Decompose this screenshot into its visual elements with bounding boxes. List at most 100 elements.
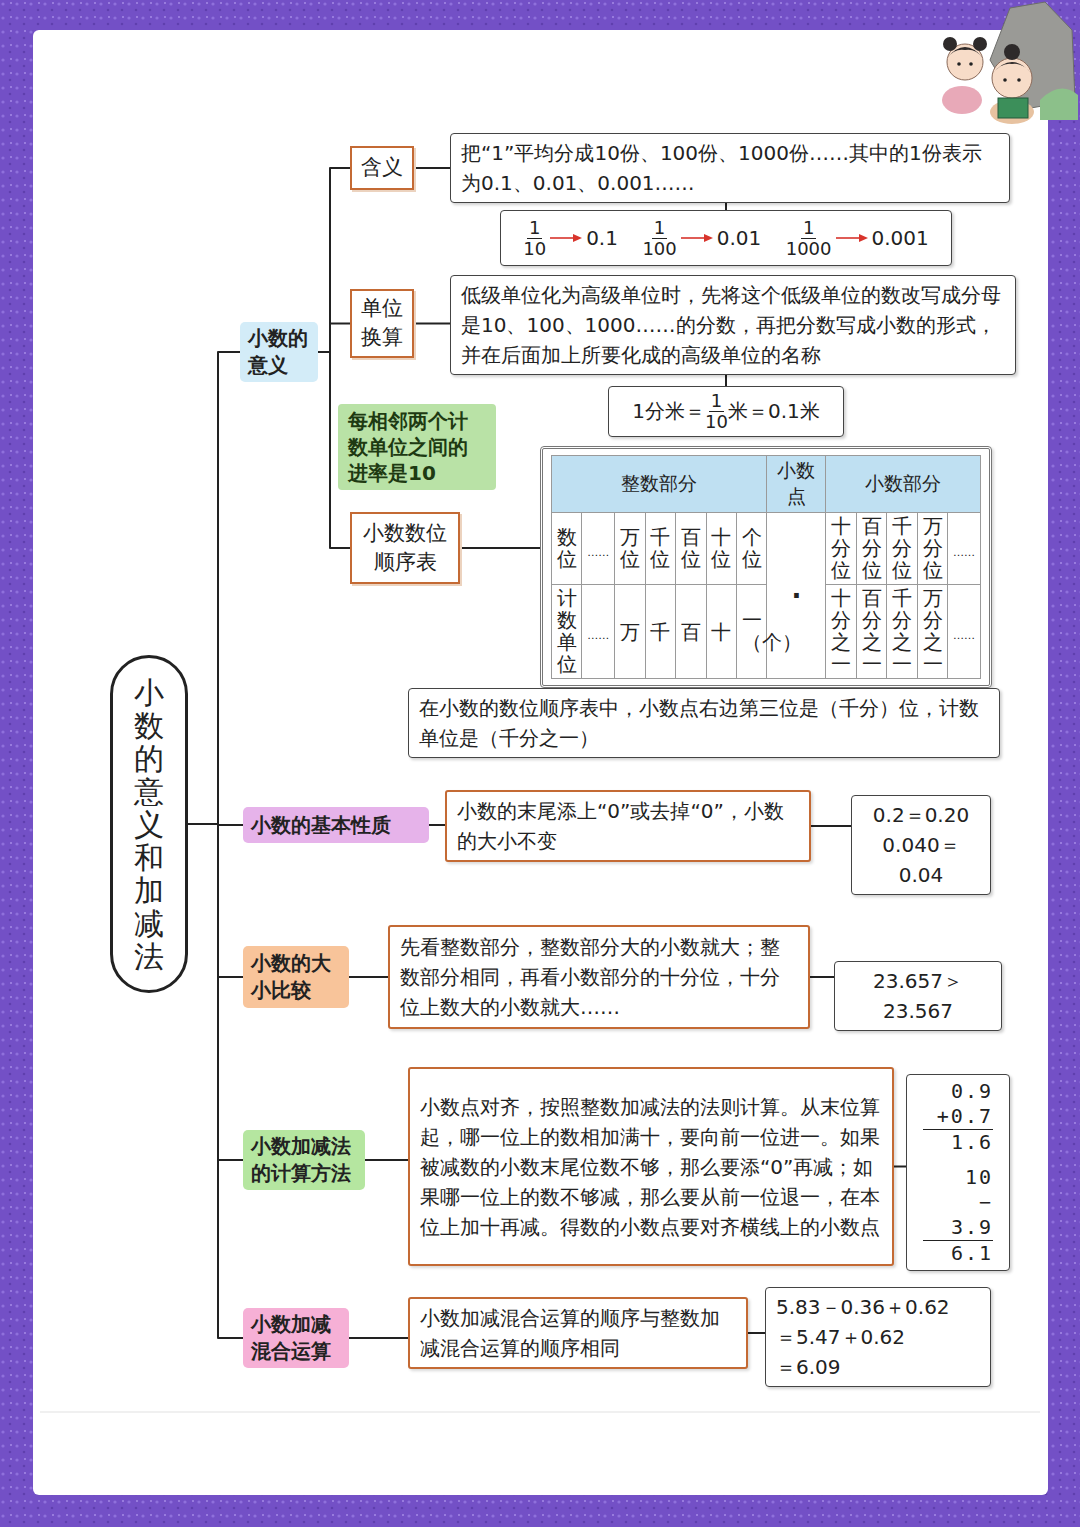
table-cell: 百 [676, 585, 706, 679]
connector-line [188, 352, 240, 824]
connector-line [414, 322, 450, 324]
table-cell-text: …… [953, 546, 975, 559]
text-box: 小数的末尾添上“0”或去掉“0”，小数的大小不变 [445, 790, 811, 862]
calc-column: 0.9+0.71.610− 3.96.1 [917, 1079, 999, 1266]
red-arrow [549, 232, 583, 244]
connector-line [460, 547, 540, 549]
numerator: 1 [801, 218, 816, 239]
hair-bun [1004, 44, 1020, 60]
table-cell: 十分位 [826, 513, 856, 585]
example-box: 0.2＝0.200.040＝0.04 [851, 795, 991, 895]
connector-line [349, 976, 388, 978]
decimal-value: 0.1 [586, 223, 618, 253]
table-cell: 小数部分 [826, 456, 981, 513]
node-text: 每相邻两个计数单位之间的进率是10 [348, 408, 486, 486]
table-cell: 万分位 [917, 513, 947, 585]
table-cell-text: 十位 [711, 526, 731, 570]
girl-dress [942, 86, 982, 114]
table-cell: 百位 [676, 513, 706, 585]
decimal-value: 0.001 [872, 223, 929, 253]
table-cell-text: 整数部分 [621, 472, 697, 494]
table-cell: 万 [615, 585, 645, 679]
table-cell: 千位 [645, 513, 675, 585]
note-box: 每相邻两个计数单位之间的进率是10 [338, 404, 496, 490]
table-cell: …… [582, 585, 615, 679]
connector-line [188, 824, 243, 1160]
decimal-point: · [791, 581, 801, 611]
node-text: 小数点对齐，按照整数加减法的法则计算。从末位算起，哪一位上的数相加满十，要向前一… [420, 1092, 882, 1242]
book [998, 98, 1028, 118]
text-box: 小数点对齐，按照整数加减法的法则计算。从末位算起，哪一位上的数相加满十，要向前一… [408, 1067, 894, 1266]
table-cell-text: 十 [711, 621, 731, 643]
connector-line [318, 323, 350, 352]
table-cell-text: 万分之一 [923, 587, 943, 675]
sheet-crease [40, 1411, 1040, 1413]
calc-line: − 3.9 [923, 1190, 993, 1241]
table-cell-text: 千分位 [892, 515, 912, 581]
category-label: 小数的基本性质 [243, 807, 429, 843]
table-cell-text: 小数点 [777, 459, 815, 507]
fraction: 110 [705, 391, 728, 432]
table-cell: 计数单位 [552, 585, 582, 679]
table-cell-text: …… [587, 629, 609, 642]
node-text: 在小数的数位顺序表中，小数点右边第三位是（千分）位，计数单位是（千分之一） [419, 693, 989, 753]
hair-bun [973, 37, 987, 51]
table-cell-text: 十分之一 [831, 587, 851, 675]
equation-part: 1分米＝ [632, 396, 705, 426]
decimal-value: 0.01 [717, 223, 762, 253]
red-arrow [835, 232, 869, 244]
category-text: 小数的意义 [248, 325, 310, 379]
table-cell: 千 [645, 585, 675, 679]
table-cell-text: 万分位 [923, 515, 943, 581]
calc-line: 0.9 [923, 1079, 993, 1104]
table-cell-text: 百分之一 [862, 587, 882, 675]
example-box: 1分米＝110米＝0.1米 [608, 386, 844, 437]
table-row: 计数单位 …… 万千百十一（个） 十分之一百分之一千分之一万分之一 …… [552, 585, 981, 679]
table-cell: 一（个） [736, 585, 766, 679]
category-text: 小数加减法的计算方法 [251, 1133, 357, 1187]
vertical-calculation: 0.9+0.71.610− 3.96.1 [906, 1074, 1010, 1271]
connector-line [188, 824, 243, 1338]
node-text: 小数数位顺序表 [360, 519, 450, 578]
root-title: 小数的意义和加减法 [134, 676, 164, 973]
calc-line: +0.7 [923, 1104, 993, 1130]
table-cell: 千分位 [887, 513, 917, 585]
table-cell: 百分之一 [856, 585, 886, 679]
table-cell-text: 一（个） [742, 609, 762, 653]
calc-line: 6.1 [923, 1241, 993, 1266]
category-label: 小数的大小比较 [243, 946, 349, 1008]
category-text: 小数的基本性质 [251, 812, 421, 839]
text-box: 低级单位化为高级单位时，先将这个低级单位的数改写成分母是10、100、1000…… [450, 275, 1016, 375]
table-cell-text: …… [587, 546, 609, 559]
eye [969, 62, 973, 66]
table-cell: 十 [706, 585, 736, 679]
connector-line [318, 168, 350, 352]
table-cell: 千分之一 [887, 585, 917, 679]
node-text: ＝6.09 [776, 1352, 980, 1382]
node-text: 小数的末尾添上“0”或去掉“0”，小数的大小不变 [457, 796, 799, 856]
table-cell-text: …… [953, 629, 975, 642]
node-text: 0.2＝0.20 [862, 800, 980, 830]
boy-hair [992, 62, 1032, 74]
connector-line [811, 825, 851, 827]
table-cell-text: 千分之一 [892, 587, 912, 675]
place-value-grid: 整数部分小数点小数部分数位……万位千位百位十位个位·十分位百分位千分位万分位……… [551, 455, 981, 679]
equation-row: 1分米＝110米＝0.1米 [619, 391, 833, 432]
node-text: ＝5.47＋0.62 [776, 1322, 980, 1352]
node-text: 把“1”平均分成10份、100份、1000份……其中的1份表示为0.1、0.01… [461, 138, 999, 198]
table-cell: 十分之一 [826, 585, 856, 679]
node-text: 5.83－0.36＋0.62 [776, 1292, 980, 1322]
table-cell: 数位 [552, 513, 582, 585]
eye [1003, 78, 1007, 82]
denominator: 10 [523, 239, 546, 259]
white-sheet [33, 30, 1048, 1495]
text-box: 把“1”平均分成10份、100份、1000份……其中的1份表示为0.1、0.01… [450, 133, 1010, 203]
table-cell-text: 百位 [681, 526, 701, 570]
table-cell-text: 百分位 [862, 515, 882, 581]
numerator: 1 [527, 218, 542, 239]
category-label: 小数加减混合运算 [243, 1308, 349, 1368]
table-cell: 整数部分 [552, 456, 767, 513]
denominator: 100 [642, 239, 676, 259]
denominator: 1000 [786, 239, 832, 259]
